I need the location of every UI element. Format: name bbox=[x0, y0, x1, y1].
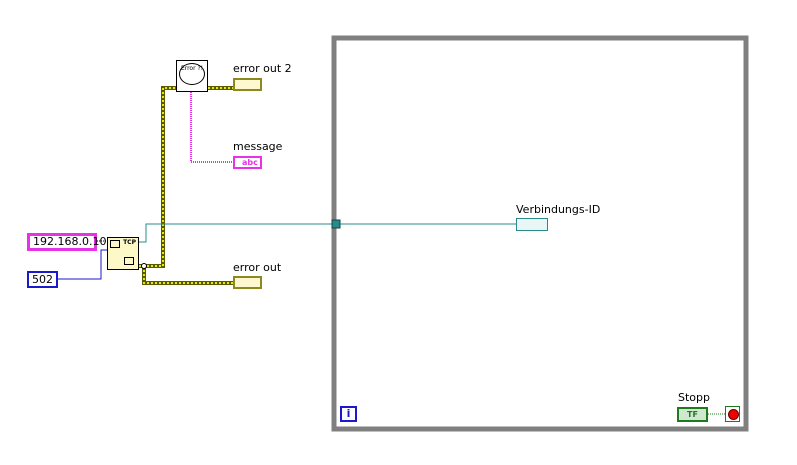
port-constant[interactable]: 502 bbox=[27, 271, 58, 288]
error-out-2-indicator[interactable] bbox=[233, 78, 262, 91]
error-out-indicator[interactable] bbox=[233, 276, 262, 289]
connection-id-label: Verbindungs-ID bbox=[516, 203, 601, 216]
connection-id-wire bbox=[139, 223, 516, 243]
message-wire bbox=[190, 92, 233, 163]
speech-bubble-icon: Error ?! bbox=[179, 63, 205, 85]
connection-id-indicator[interactable] bbox=[516, 218, 548, 231]
error-wire bbox=[139, 86, 233, 285]
computer-icon bbox=[124, 257, 134, 265]
iteration-terminal: i bbox=[340, 406, 357, 422]
stop-terminal[interactable]: TF bbox=[677, 407, 708, 422]
while-loop-frame bbox=[331, 35, 749, 432]
error-out-2-label: error out 2 bbox=[233, 62, 292, 75]
tcp-label: TCP bbox=[123, 239, 136, 246]
tcp-open-connection-node[interactable]: TCP bbox=[107, 237, 139, 270]
message-indicator[interactable]: abc bbox=[233, 156, 262, 169]
message-label: message bbox=[233, 140, 283, 153]
loop-tunnel bbox=[331, 219, 341, 229]
ip-address-constant[interactable]: 192.168.0.10 bbox=[27, 233, 106, 251]
error-out-label: error out bbox=[233, 261, 282, 274]
loop-condition-stop-icon[interactable] bbox=[725, 406, 740, 422]
stop-circle-icon bbox=[728, 409, 739, 420]
computer-icon bbox=[110, 240, 120, 248]
simple-error-handler-node[interactable]: Error ?! bbox=[176, 60, 208, 92]
stop-label: Stopp bbox=[678, 391, 710, 404]
port-wire bbox=[58, 249, 107, 280]
